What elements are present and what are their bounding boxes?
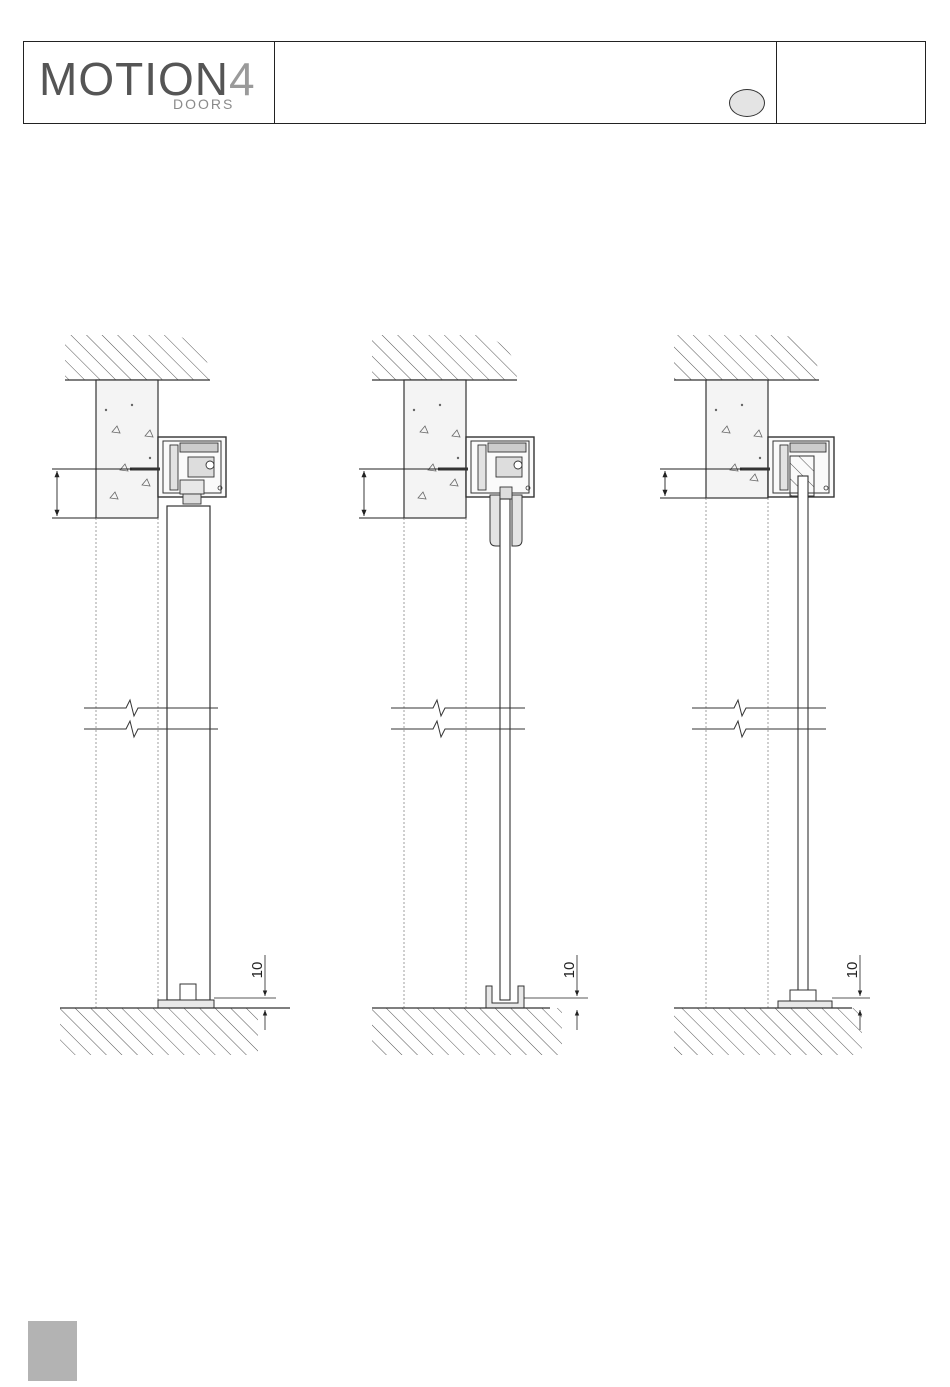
track-profile	[158, 437, 226, 497]
drawing-wooden-door: 10	[52, 335, 290, 1055]
drawing-glass-door-clamp: 10	[359, 335, 588, 1055]
wooden-door-panel	[167, 506, 210, 1000]
floor-hatch	[674, 1008, 862, 1055]
floor-gap-label: 10	[561, 962, 578, 979]
glass-door-panel	[500, 499, 510, 1000]
wall-bracket	[96, 380, 158, 518]
wall-bracket	[404, 380, 466, 518]
page-tab	[28, 1321, 77, 1381]
ceiling-hatch	[674, 335, 819, 380]
floor-gap-label: 10	[249, 962, 266, 979]
floor-hatch	[372, 1008, 562, 1055]
ceiling-hatch	[65, 335, 210, 380]
floor-gap-label: 10	[844, 962, 861, 979]
ceiling-hatch	[372, 335, 517, 380]
glass-door-panel	[798, 476, 808, 1000]
floor-guide	[778, 990, 832, 1008]
floor-hatch	[60, 1008, 290, 1055]
drawing-glass-door-profile: 10	[660, 335, 870, 1055]
wall-bracket	[706, 380, 768, 498]
